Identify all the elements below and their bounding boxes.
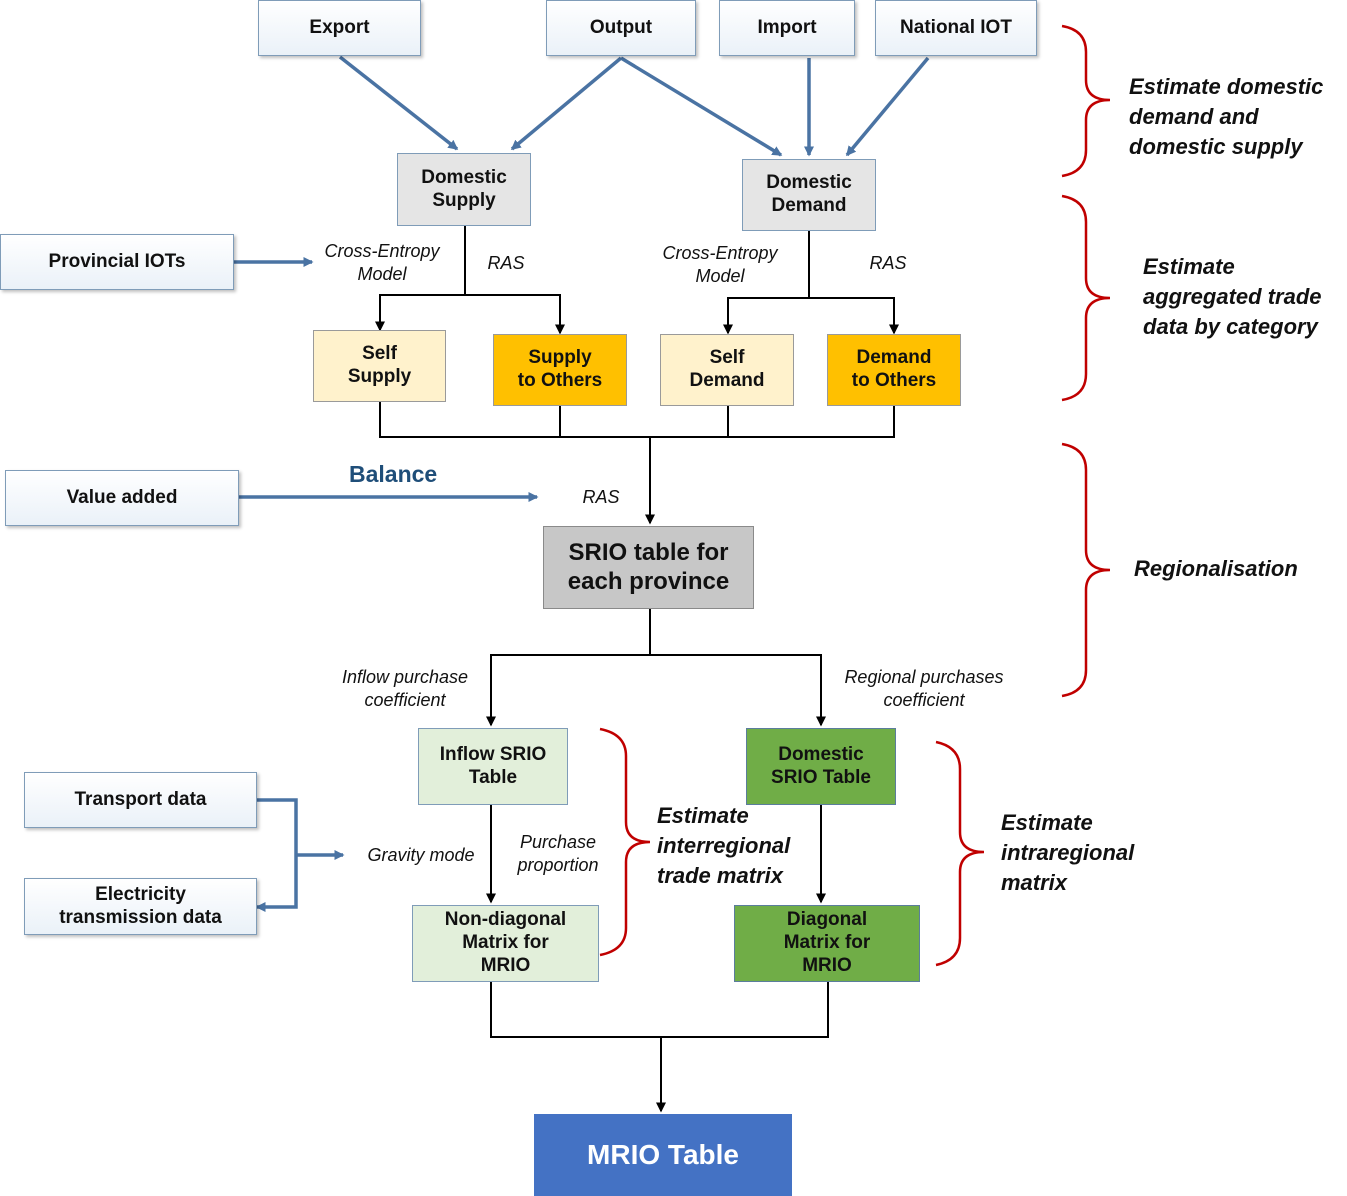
node-inflow-srio: Inflow SRIO Table xyxy=(418,728,568,805)
connector-supply-to-others xyxy=(465,294,565,335)
brace-interregional xyxy=(599,727,651,957)
stage-estimate-domestic: Estimate domestic demand and domestic su… xyxy=(1129,74,1324,160)
label-ras-left: RAS xyxy=(487,253,525,273)
label-ras-right: RAS xyxy=(869,253,907,273)
node-domestic-demand: Domestic Demand xyxy=(742,159,876,231)
node-srio-table: SRIO table for each province xyxy=(543,526,754,609)
label-gravity-mode: Gravity mode xyxy=(367,845,475,865)
node-self-demand: Self Demand xyxy=(660,334,794,406)
node-supply-to-others: Supply to Others xyxy=(493,334,627,406)
arrow-national-iot-to-domestic-demand xyxy=(845,56,930,157)
stage-estimate-trade-category: Estimate aggregated trade data by catego… xyxy=(1143,254,1322,340)
node-domestic-supply: Domestic Supply xyxy=(397,153,531,226)
label-inflow-coefficient: Inflow purchase coefficient xyxy=(341,667,469,711)
node-domestic-srio: Domestic SRIO Table xyxy=(746,728,896,805)
node-transport-data: Transport data xyxy=(24,772,257,828)
connector-srio-split xyxy=(486,609,651,727)
brace-stage1 xyxy=(1061,24,1111,178)
node-export: Export xyxy=(258,0,421,56)
brace-stage3 xyxy=(1061,442,1111,698)
stage-interregional-matrix: Estimate interregional trade matrix xyxy=(657,803,791,889)
label-regional-coefficient: Regional purchases coefficient xyxy=(844,667,1004,711)
node-non-diagonal-matrix: Non-diagonal Matrix for MRIO xyxy=(412,905,599,982)
node-demand-to-others: Demand to Others xyxy=(827,334,961,406)
stage-regionalisation: Regionalisation xyxy=(1134,556,1298,581)
node-electricity-data: Electricity transmission data xyxy=(24,878,257,935)
node-output: Output xyxy=(546,0,696,56)
node-diagonal-matrix: Diagonal Matrix for MRIO xyxy=(734,905,920,982)
node-import: Import xyxy=(719,0,855,56)
node-mrio-table: MRIO Table xyxy=(534,1114,792,1196)
node-national-iot: National IOT xyxy=(875,0,1037,56)
node-self-supply: Self Supply xyxy=(313,330,446,402)
brace-stage2 xyxy=(1061,194,1111,402)
label-balance: Balance xyxy=(349,461,438,487)
node-value-added: Value added xyxy=(5,470,239,526)
connector-demand-split xyxy=(723,231,810,335)
node-provincial-iots: Provincial IOTs xyxy=(0,234,234,290)
arrow-output-to-domestic-demand xyxy=(620,56,783,157)
label-purchase-proportion: Purchase proportion xyxy=(517,832,599,876)
label-cross-entropy-right: Cross-Entropy Model xyxy=(662,243,778,287)
brace-intraregional xyxy=(935,740,985,967)
connector-merge-bottom xyxy=(379,402,895,438)
arrow-output-to-domestic-supply xyxy=(510,56,623,151)
label-ras-center: RAS xyxy=(582,487,620,507)
connector-srio-right xyxy=(650,654,826,727)
stage-intraregional-matrix: Estimate intraregional matrix xyxy=(1001,810,1135,896)
label-cross-entropy-left: Cross-Entropy Model xyxy=(324,241,440,285)
arrow-export-to-domestic-supply xyxy=(338,55,459,151)
arrow-gravity-mode xyxy=(255,798,298,912)
connector-demand-to-others xyxy=(809,297,899,335)
connector-final-merge xyxy=(490,982,829,1038)
connector-supply-split xyxy=(375,226,466,332)
